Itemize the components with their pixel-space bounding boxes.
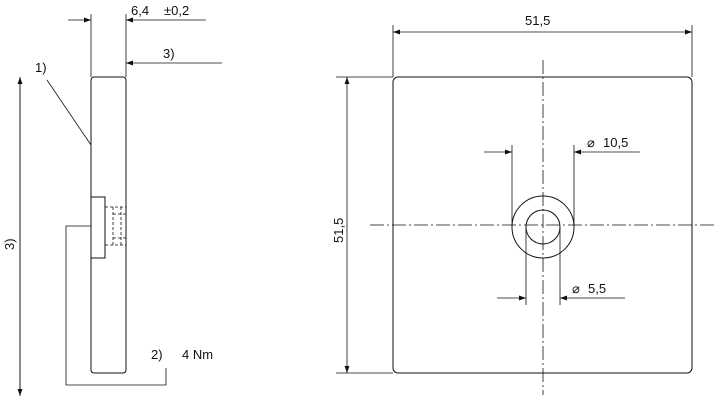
callout-2-label: 2) xyxy=(151,347,163,362)
inner-diameter-symbol: ⌀ xyxy=(572,281,580,296)
callout-1-label: 1) xyxy=(35,60,47,75)
callout-3-left-label: 3) xyxy=(2,238,17,250)
side-view: 6,4 ±0,2 3) 1) 3) 2) 4 Nm xyxy=(2,3,222,396)
torque-label: 4 Nm xyxy=(182,347,213,362)
thickness-tolerance-label: ±0,2 xyxy=(164,3,189,18)
width-dimension-label: 51,5 xyxy=(525,13,550,28)
outer-diameter-label: 10,5 xyxy=(603,135,628,150)
callout-2-leader xyxy=(65,225,167,386)
front-view: 51,5 51,5 ⌀ 10,5 ⌀ 5,5 xyxy=(331,13,715,395)
outer-diameter-symbol: ⌀ xyxy=(587,135,595,150)
callout-1-leader xyxy=(46,79,92,146)
height-dimension-label: 51,5 xyxy=(331,218,346,243)
callout-3-top-label: 3) xyxy=(163,46,175,61)
inner-diameter-label: 5,5 xyxy=(588,281,606,296)
thickness-dimension-label: 6,4 xyxy=(131,3,149,18)
side-view-recess-outline xyxy=(91,196,106,259)
side-view-plate-outline xyxy=(90,76,127,374)
